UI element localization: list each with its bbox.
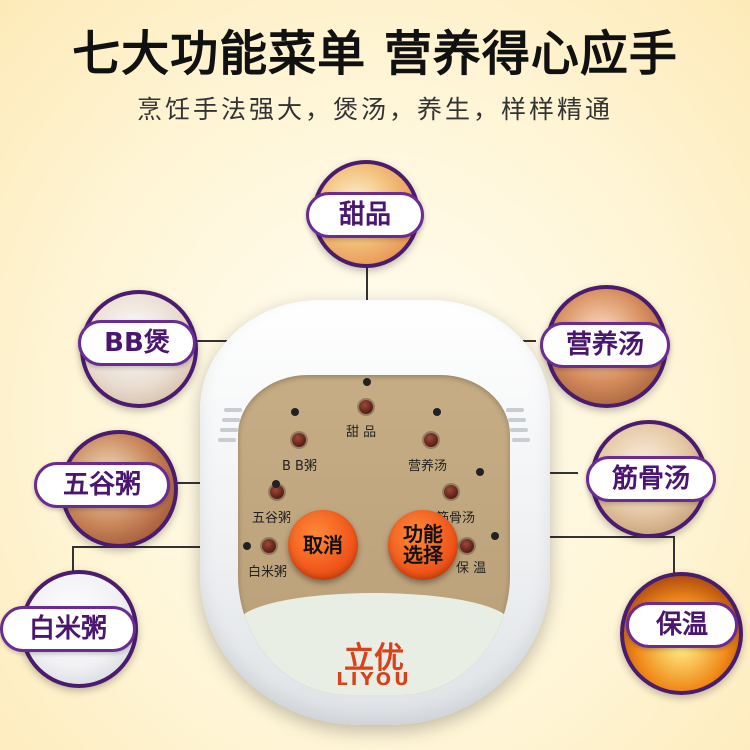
subline: 烹饪手法强大，煲汤，养生，样样精通: [136, 95, 613, 124]
tag-warm: 保温: [626, 602, 738, 648]
vent-left: [224, 408, 242, 412]
label-dessert: 甜 品: [346, 425, 377, 440]
label-grains: 五谷粥: [252, 511, 292, 526]
vent-right: [512, 438, 530, 442]
led-warm: [460, 539, 474, 553]
vent-left: [218, 438, 236, 442]
led-bone: [444, 485, 458, 499]
vent-left: [220, 428, 238, 432]
vent-right: [510, 428, 528, 432]
label-warm: 保 温: [456, 561, 487, 576]
tag-bb: BB煲: [78, 320, 196, 366]
led-bb: [292, 433, 306, 447]
tag-dessert: 甜品: [306, 192, 424, 238]
vent-right: [506, 408, 524, 412]
function-button-line1: 功能: [403, 522, 443, 546]
tag-soup: 营养汤: [540, 322, 670, 368]
tag-rice: 白米粥: [0, 606, 136, 652]
vent-left: [222, 418, 240, 422]
brand-logo-cn: 立优: [344, 641, 404, 676]
cancel-button-label: 取消: [303, 532, 343, 557]
headline: 七大功能菜单 营养得心应手: [72, 26, 678, 82]
label-soup: 营养汤: [408, 459, 448, 474]
led-soup: [424, 433, 438, 447]
tag-grains: 五谷粥: [34, 462, 170, 508]
function-button-line2: 选择: [403, 543, 443, 567]
led-rice: [262, 539, 276, 553]
label-bb: B B粥: [282, 459, 317, 474]
cancel-button[interactable]: 取消: [288, 510, 358, 580]
function-select-button[interactable]: 功能 选择: [388, 510, 458, 580]
led-grains: [270, 485, 284, 499]
tag-bone: 筋骨汤: [586, 456, 716, 502]
panel-bottom-area: 立优 LIYOU: [238, 593, 510, 695]
vent-right: [508, 418, 526, 422]
control-panel: 甜 品 B B粥 五谷粥 白米粥 营养汤 筋骨汤 保 温 取消 功能 选择 立优…: [238, 375, 510, 695]
label-rice: 白米粥: [248, 565, 288, 580]
led-dessert: [359, 400, 373, 414]
brand-logo-en: LIYOU: [336, 669, 412, 690]
